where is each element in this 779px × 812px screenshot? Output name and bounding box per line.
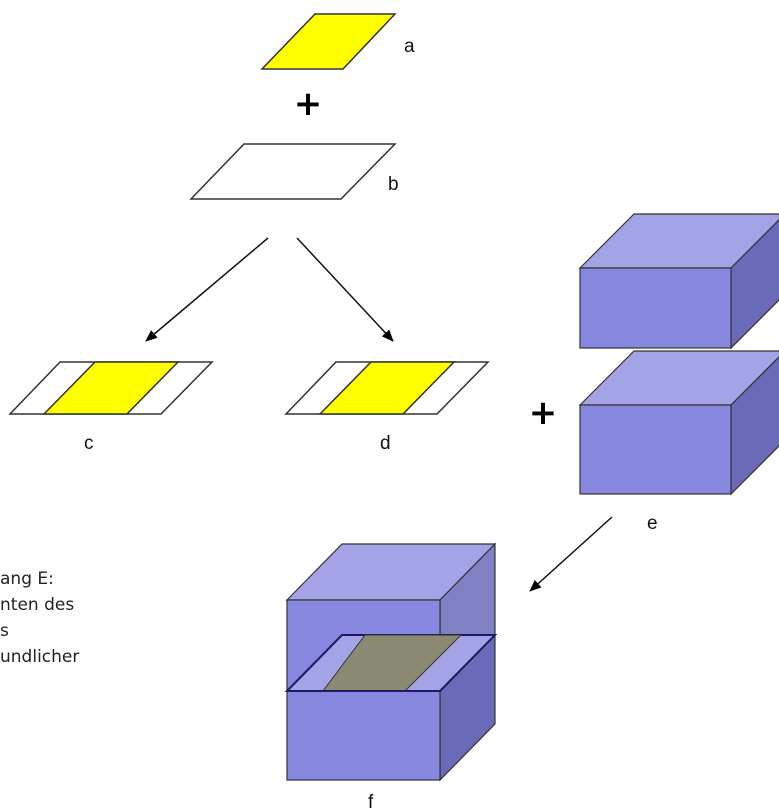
white-sheet-b: b <box>189 143 399 200</box>
striped-sheet-c: c <box>8 361 214 454</box>
assembled-block-f: f <box>284 542 498 812</box>
label-e: e <box>647 513 658 534</box>
upper-block-front <box>579 267 732 349</box>
sheet-c-yellow-stripe <box>42 361 180 415</box>
plus-sign-right: + <box>529 393 558 433</box>
lower-block-front <box>579 404 732 495</box>
plus-sign-top: + <box>294 84 323 124</box>
striped-sheet-d: d <box>284 361 490 454</box>
caption-line-1: ang E: <box>0 569 54 589</box>
arrow-to-f <box>529 516 613 592</box>
cropped-caption: ang E: nten des s undlicher <box>0 566 79 670</box>
yellow-sheet-a: a <box>260 13 415 70</box>
caption-line-3: s <box>0 621 9 641</box>
caption-line-2: nten des <box>0 595 75 615</box>
label-c: c <box>84 433 94 454</box>
lower-block <box>578 350 779 496</box>
label-a: a <box>404 36 415 57</box>
sheet-d-yellow-stripe <box>318 361 456 415</box>
white-parallelogram <box>189 143 397 200</box>
arrow-to-d <box>296 237 394 342</box>
label-f: f <box>368 792 374 812</box>
caption-line-4: undlicher <box>0 647 80 667</box>
assembled-lower-front <box>286 690 441 781</box>
arrow-to-c <box>145 237 269 342</box>
yellow-parallelogram <box>260 13 397 70</box>
upper-block <box>578 213 779 350</box>
label-d: d <box>380 433 391 454</box>
label-b: b <box>388 174 399 195</box>
block-pair-e: e <box>578 213 779 534</box>
